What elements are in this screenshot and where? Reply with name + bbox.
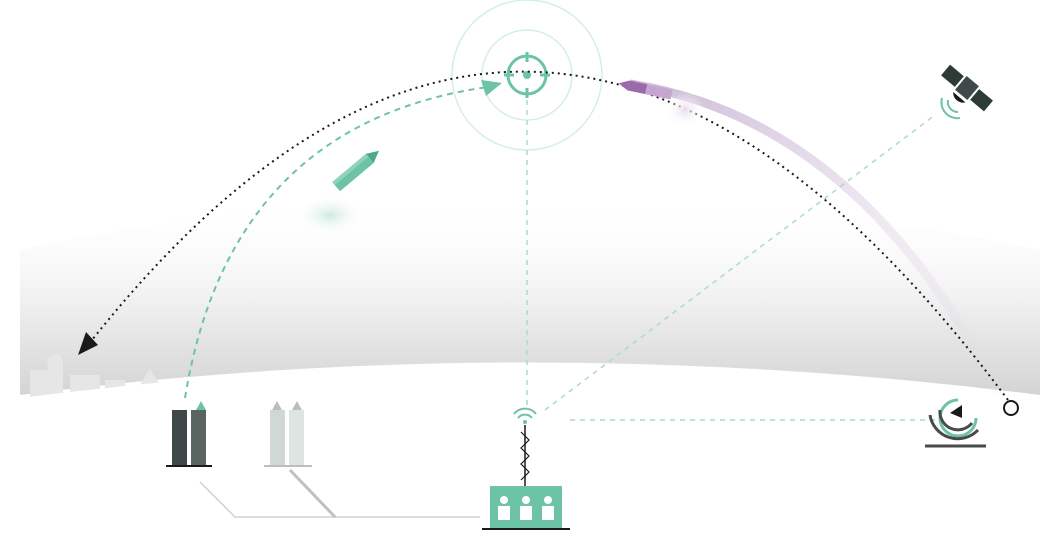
launcher-dark-icon — [166, 401, 212, 467]
threat-trajectory — [87, 70, 1009, 401]
launcher-light-icon — [264, 401, 312, 467]
interceptor-arrowhead-icon — [481, 80, 502, 96]
command-center-icon — [482, 486, 570, 530]
sensor-links — [526, 100, 936, 421]
trajectory-arrowhead-icon — [78, 332, 98, 355]
radar-point — [1003, 400, 1019, 416]
interceptor-missile-icon — [332, 150, 379, 192]
interceptor-trajectory — [184, 85, 496, 399]
antenna-tower-icon — [513, 407, 537, 486]
command-links — [199, 468, 480, 519]
threat-missile-icon — [618, 80, 673, 100]
radar-dish-icon — [925, 398, 986, 448]
satellite-icon — [941, 64, 993, 112]
satellite-signal-icon — [940, 97, 961, 120]
atmosphere-haze — [20, 195, 1040, 395]
